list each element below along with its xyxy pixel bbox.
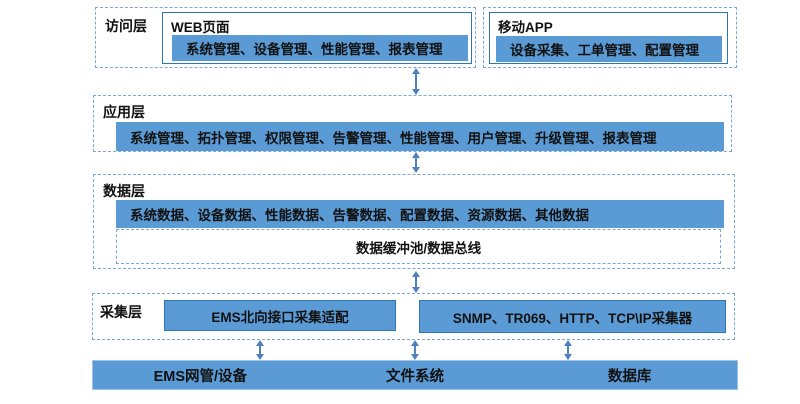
web-panel-title: WEB页面: [171, 20, 230, 35]
data-bus-box: 数据缓冲池/数据总线: [116, 229, 721, 264]
arrow-collection-ems: [256, 340, 264, 360]
resource-ems: EMS网管/设备: [153, 368, 248, 385]
access-layer-label: 访问层: [105, 18, 147, 34]
application-layer-label: 应用层: [103, 104, 145, 120]
ems-adapter-box: EMS北向接口采集适配: [164, 300, 396, 331]
data-layer-items: 系统数据、设备数据、性能数据、告警数据、配置数据、资源数据、其他数据: [116, 200, 724, 228]
arrow-access-application: [412, 68, 420, 95]
resource-filesystem: 文件系统: [386, 368, 444, 385]
mobile-layer-container: 移动APP 设备采集、工单管理、配置管理: [483, 7, 737, 68]
resource-database: 数据库: [607, 368, 652, 385]
application-layer-items: 系统管理、拓扑管理、权限管理、告警管理、性能管理、用户管理、升级管理、报表管理: [116, 122, 724, 151]
data-layer-label: 数据层: [103, 183, 145, 199]
collection-layer-label: 采集层: [100, 304, 142, 320]
arrow-data-collection: [412, 271, 420, 293]
resource-bar: EMS网管/设备 文件系统 数据库: [92, 360, 738, 390]
arrow-application-data: [412, 152, 420, 173]
mobile-panel-title: 移动APP: [498, 20, 553, 35]
web-panel-items: 系统管理、设备管理、性能管理、报表管理: [172, 35, 468, 61]
application-layer-container: 应用层 系统管理、拓扑管理、权限管理、告警管理、性能管理、用户管理、升级管理、报…: [93, 95, 732, 152]
web-panel: WEB页面 系统管理、设备管理、性能管理、报表管理: [162, 12, 472, 64]
arrow-collection-filesystem: [411, 340, 419, 360]
access-layer-container: 访问层 WEB页面 系统管理、设备管理、性能管理、报表管理: [95, 7, 476, 68]
mobile-panel: 移动APP 设备采集、工单管理、配置管理: [489, 12, 728, 64]
arrow-collection-database: [564, 340, 572, 360]
protocol-collectors-box: SNMP、TR069、HTTP、TCP\IP采集器: [419, 300, 726, 333]
collection-layer-container: 采集层 EMS北向接口采集适配 SNMP、TR069、HTTP、TCP\IP采集…: [92, 293, 735, 340]
mobile-panel-items: 设备采集、工单管理、配置管理: [496, 36, 722, 62]
data-layer-container: 数据层 系统数据、设备数据、性能数据、告警数据、配置数据、资源数据、其他数据 数…: [93, 174, 735, 269]
